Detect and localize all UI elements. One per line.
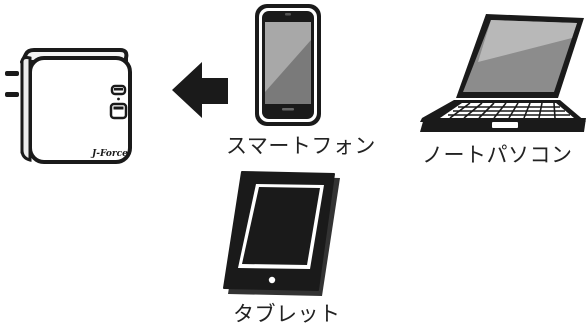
tablet-label: タブレット (233, 302, 341, 326)
smartphone-icon (255, 4, 321, 126)
arrow-left-icon (172, 62, 228, 118)
tablet-icon (223, 171, 340, 296)
charger-brand-logo: J-Force (90, 149, 128, 159)
smartphone-label: スマートフォン (226, 134, 376, 158)
laptop-label: ノートパソコン (422, 143, 573, 167)
laptop-icon (420, 14, 586, 132)
usb-charger-icon: J-Force (5, 48, 132, 164)
